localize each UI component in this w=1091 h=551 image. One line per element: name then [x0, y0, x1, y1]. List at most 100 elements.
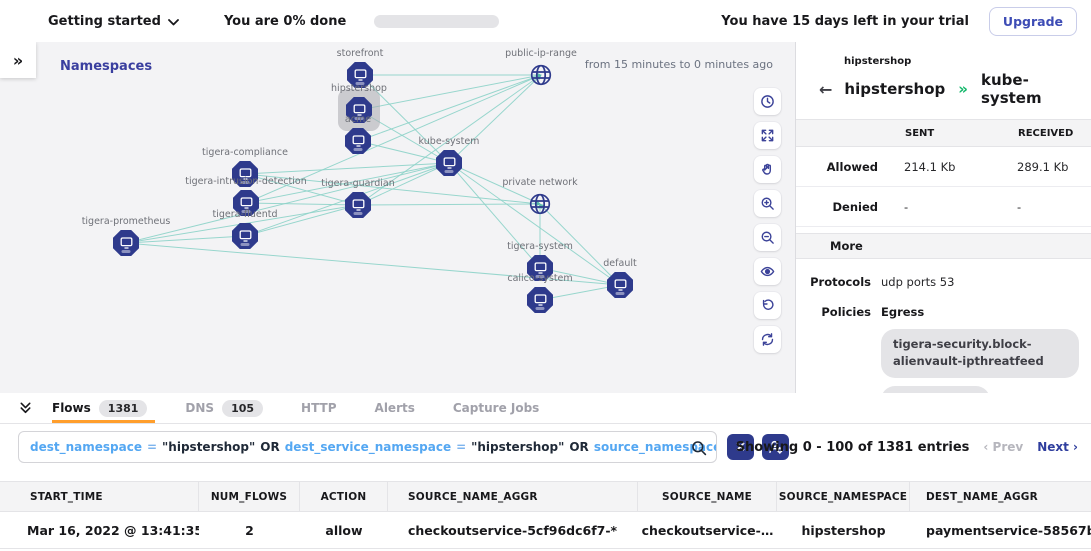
upgrade-button[interactable]: Upgrade [988, 6, 1077, 36]
back-arrow-icon[interactable]: ← [819, 79, 833, 99]
allowed-sent-value: 214.1 Kb [904, 159, 956, 174]
tab-dns[interactable]: DNS 105 [185, 393, 277, 423]
clear-filter-button[interactable]: × [727, 434, 754, 460]
filter-token-field: dest_namespace [30, 440, 142, 454]
graph-toolbar [754, 88, 781, 353]
filter-token-value: "hipstershop" [471, 440, 565, 454]
graph-node-hipstershop[interactable]: hipstershop [331, 83, 387, 123]
expand-icon[interactable] [754, 122, 781, 149]
column-header-num_flows[interactable]: NUM_FLOWS [199, 482, 300, 511]
flow-cell-dest_name_aggr: paymentservice-58567bdc [926, 522, 1091, 538]
received-column-header: RECEIVED [1018, 127, 1074, 139]
graph-node-storefront[interactable]: storefront [337, 48, 383, 88]
filter-token-kw: OR [260, 440, 280, 454]
panel-title-dest: kube-system [981, 71, 1042, 107]
node-label: tigera-fluentd [212, 209, 278, 220]
zoom-in-icon[interactable] [754, 190, 781, 217]
graph-node-tigera-fluentd[interactable]: tigera-fluentd [212, 209, 278, 249]
prev-page-button[interactable]: ‹ Prev [983, 440, 1024, 454]
column-header-action[interactable]: ACTION [300, 482, 388, 511]
policies-label: Policies [821, 305, 871, 319]
node-label: tigera-intrusion-detection [185, 176, 307, 187]
tab-label: HTTP [301, 401, 337, 415]
graph-node-private-network[interactable]: private network [502, 177, 578, 217]
graph-node-tigera-intrusion-detection[interactable]: tigera-intrusion-detection [185, 176, 307, 216]
history-icon[interactable] [754, 88, 781, 115]
graph-node-kube-system[interactable]: kube-system [419, 136, 479, 176]
zoom-out-icon[interactable] [754, 224, 781, 251]
sent-column-header: SENT [905, 127, 935, 139]
graph-title: Namespaces [60, 59, 153, 74]
progress-bar [374, 14, 500, 28]
globe-icon [530, 64, 552, 86]
getting-started-menu[interactable]: Getting started [48, 14, 179, 29]
column-header-dest_name_aggr[interactable]: DEST_NAME_AGGR [926, 490, 1038, 503]
node-label: tigera-guardian [321, 178, 395, 189]
allowed-row: Allowed 214.1 Kb 289.1 Kb [796, 147, 1091, 187]
undo-icon[interactable] [754, 292, 781, 319]
filter-token-field: source_namespace [593, 440, 716, 454]
namespace-icon [345, 192, 371, 218]
graph-node-default[interactable]: default [603, 258, 637, 298]
collapse-panel-double-chevron-icon[interactable] [18, 401, 33, 416]
pan-hand-icon[interactable] [754, 156, 781, 183]
graph-node-calico-system[interactable]: calico-system [507, 273, 573, 313]
user-gear-icon [768, 440, 783, 454]
node-label: tigera-prometheus [81, 216, 171, 227]
column-header-source_namespace[interactable]: SOURCE_NAMESPACE [777, 482, 910, 511]
node-label: storefront [336, 48, 384, 59]
flow-row[interactable]: Mar 16, 2022 @ 13:41:35.000 2 allow checkou… [0, 512, 1091, 549]
flow-settings-button[interactable] [762, 434, 789, 460]
next-page-button[interactable]: Next › [1037, 440, 1078, 454]
sidebar-expand-button[interactable]: » [0, 42, 36, 78]
node-label: private network [502, 177, 578, 188]
flow-cell-source_name: checkoutservice-… [641, 522, 774, 538]
tab-alerts[interactable]: Alerts [375, 393, 429, 423]
flow-cell-num_flows: 2 [245, 522, 254, 538]
policy-pill-list: tigera-security.block-alienvault-ipthrea… [881, 329, 1079, 393]
graph-node-tigera-compliance[interactable]: tigera-compliance [202, 147, 288, 187]
flow-cell-start_time: Mar 16, 2022 @ 13:41:35.000 [0, 512, 199, 548]
tab-label: Flows [52, 401, 91, 415]
tab-label: DNS [185, 401, 215, 415]
policy-pill[interactable]: tigera-security.block-alienvault-ipthrea… [881, 329, 1079, 378]
tab-count-badge: 105 [222, 399, 264, 417]
more-section-header[interactable]: More [796, 233, 1091, 259]
node-label: hipstershop [331, 83, 387, 94]
tab-http[interactable]: HTTP [301, 393, 350, 423]
visibility-icon[interactable] [754, 258, 781, 285]
flow-cell-action: allow [325, 522, 363, 538]
denied-sent-value: - [904, 199, 909, 214]
tab-label: Capture Jobs [452, 401, 540, 415]
graph-node-tigera-prometheus[interactable]: tigera-prometheus [82, 216, 170, 256]
refresh-icon[interactable] [754, 326, 781, 353]
column-header-source_name[interactable]: SOURCE_NAME [638, 482, 777, 511]
egress-label: Egress [881, 305, 925, 319]
policy-pill[interactable]: security.pass [881, 385, 991, 393]
column-header-source_name_aggr[interactable]: SOURCE_NAME_AGGR [388, 482, 638, 511]
tab-capture-jobs[interactable]: Capture Jobs [453, 393, 553, 423]
flow-direction-icon: » [958, 80, 968, 98]
namespace-graph-panel: » Namespaces from 15 minutes to 0 minute… [0, 42, 795, 393]
graph-node-public-ip-range[interactable]: public-ip-range [505, 48, 577, 88]
graph-node-tigera-system[interactable]: tigera-system [507, 241, 573, 281]
graph-node-acme[interactable]: acme [345, 114, 371, 154]
graph-node-tigera-guardian[interactable]: tigera-guardian [321, 178, 395, 218]
namespace-icon [232, 223, 258, 249]
denied-received-value: - [1017, 199, 1022, 214]
filter-token-kw: OR [569, 440, 589, 454]
search-icon [692, 441, 707, 456]
column-header-start_time[interactable]: START_TIME [0, 482, 199, 511]
flow-cell-source_name_aggr: checkoutservice-5cf96dc6f7-* [408, 522, 618, 538]
traffic-table-header: SENT RECEIVED [796, 119, 1091, 147]
node-label: kube-system [418, 136, 480, 147]
namespace-icon [232, 161, 258, 187]
tab-label: Alerts [374, 401, 415, 415]
flow-cell-source_namespace: hipstershop [801, 522, 886, 538]
panel-title-source: hipstershop [844, 80, 946, 98]
